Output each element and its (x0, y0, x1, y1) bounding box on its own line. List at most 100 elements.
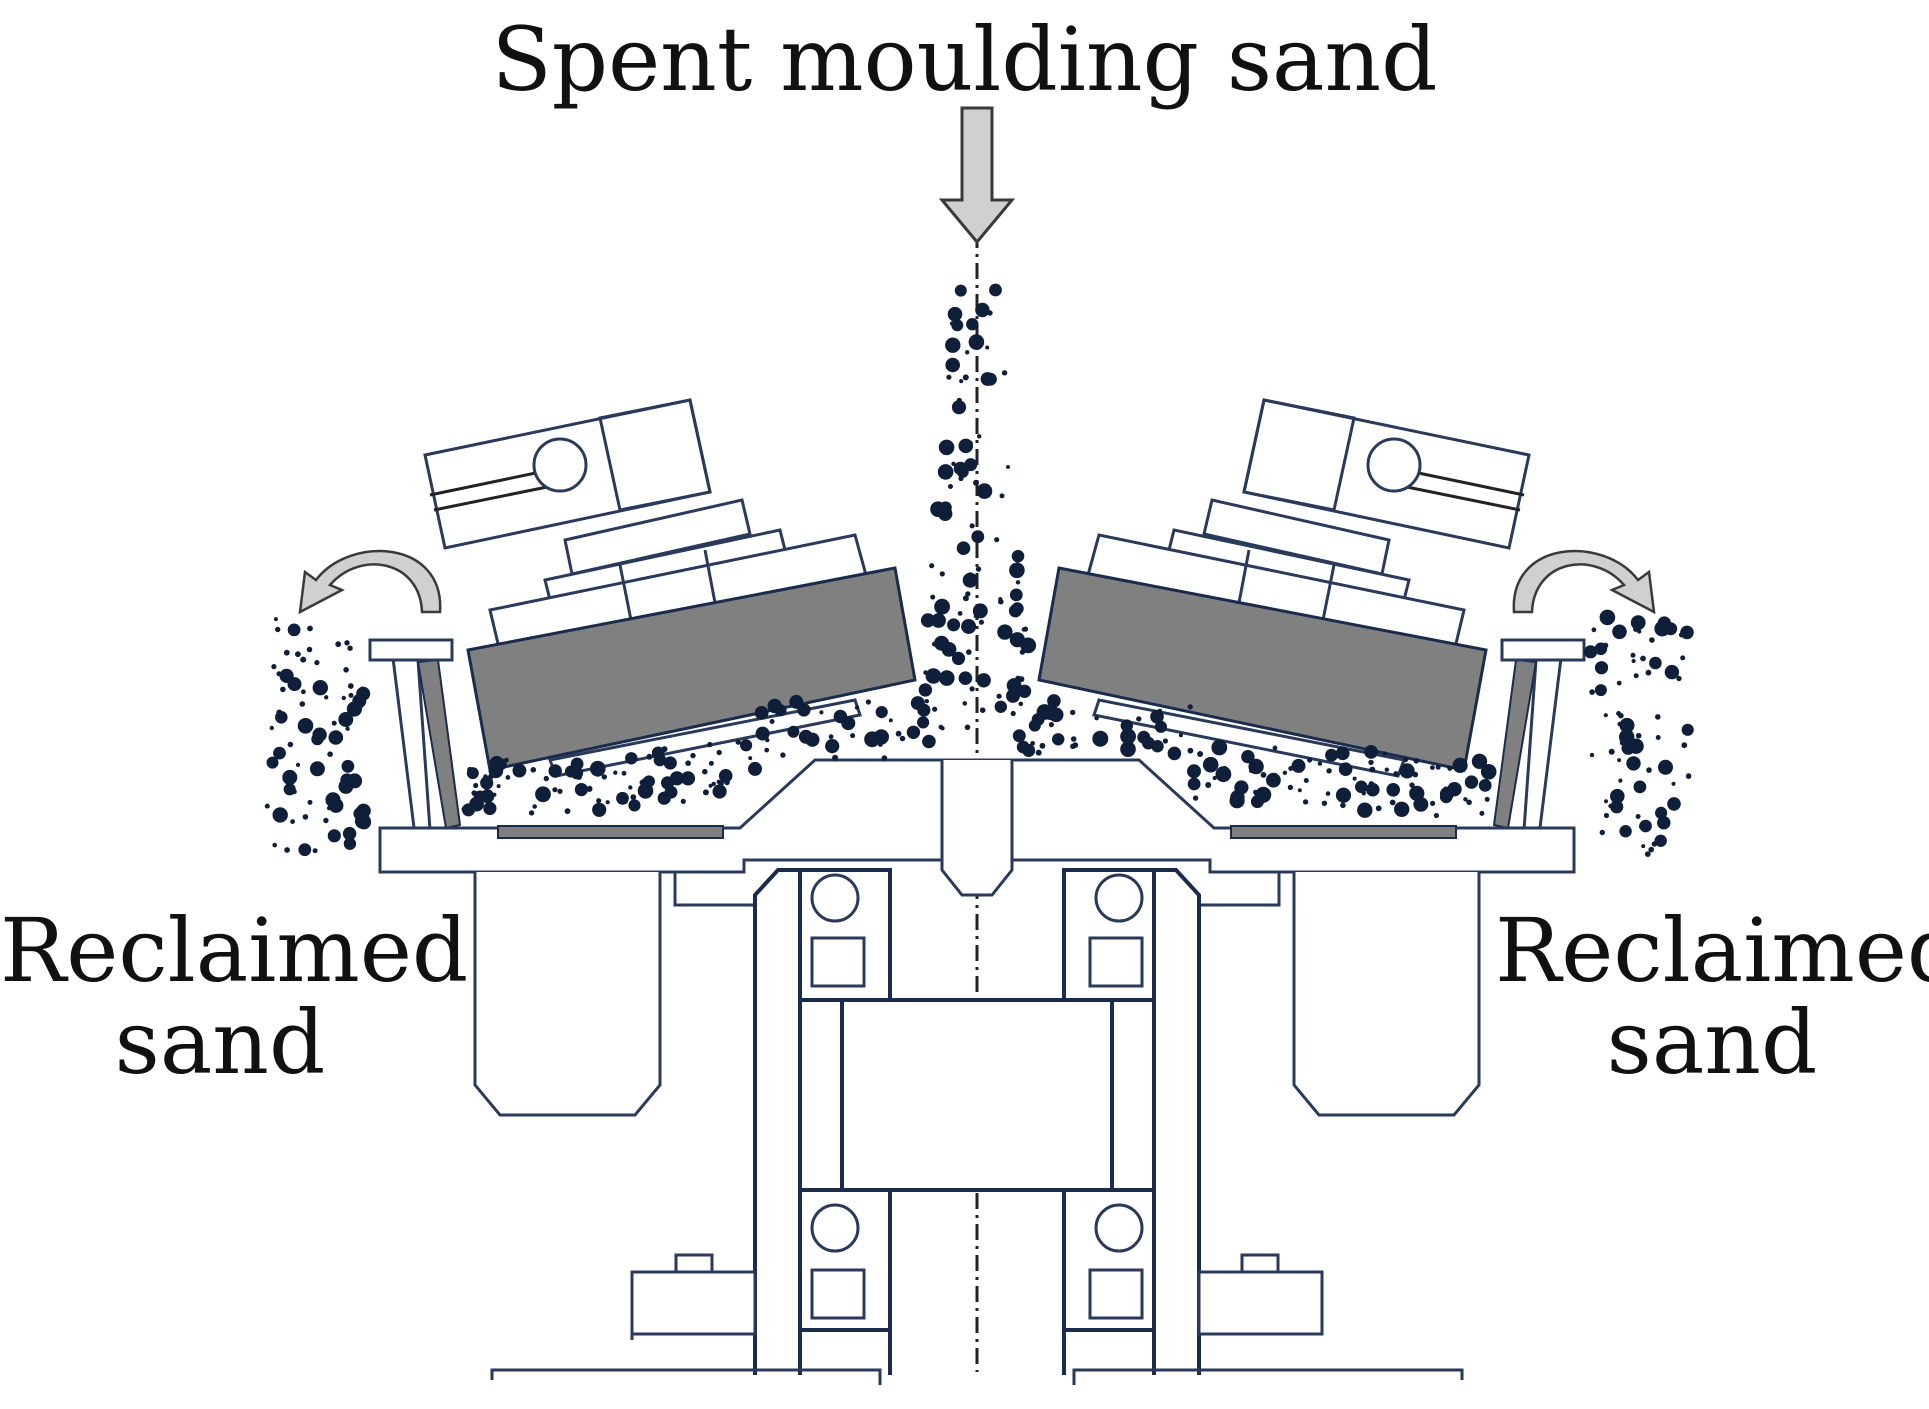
sand-grain (1015, 580, 1021, 585)
sand-grain (865, 699, 872, 705)
sand-grain (651, 746, 665, 760)
sand-grain (275, 626, 281, 633)
sand-grain (1409, 782, 1415, 788)
sand-grain (1020, 637, 1037, 654)
sand-grain (327, 751, 333, 757)
sand-grain (287, 623, 301, 637)
sand-grain (787, 725, 800, 738)
sand-grain (1657, 616, 1672, 630)
sand-grain (930, 594, 936, 600)
sand-grain (492, 792, 497, 797)
sand-grain (1016, 607, 1021, 613)
sand-grain (1022, 626, 1029, 632)
sand-grain (1368, 759, 1374, 766)
sand-grain (269, 725, 274, 731)
sand-grain (947, 618, 961, 632)
sand-grain (965, 350, 970, 355)
sand-grain (978, 619, 985, 625)
sand-grain (685, 760, 691, 766)
sand-grain (576, 774, 582, 780)
sand-grain (1479, 810, 1485, 816)
sand-grain (964, 724, 971, 731)
sand-grain (708, 760, 714, 766)
sand-grain (605, 800, 610, 805)
sand-grain (951, 461, 956, 466)
sand-grain (1664, 664, 1680, 680)
sand-grain (1326, 768, 1332, 774)
sand-grain (335, 641, 342, 648)
sand-grain (590, 760, 606, 777)
sand-grain (342, 826, 357, 841)
sand-grain (325, 792, 341, 808)
sand-grain (359, 686, 366, 693)
sand-grain (1454, 763, 1461, 769)
sand-grain (899, 735, 906, 742)
sand-grain (1136, 716, 1142, 722)
sand-grain (1335, 787, 1352, 803)
left-lower-housing (473, 872, 662, 1117)
sand-grain (483, 801, 497, 816)
sand-grain (341, 695, 346, 701)
sand-grain (985, 345, 990, 350)
sand-grain (1120, 741, 1136, 757)
sand-grain (975, 566, 982, 572)
sand-grain (1399, 763, 1415, 779)
sand-grain (1282, 770, 1288, 775)
sand-grain (1287, 784, 1294, 791)
sand-grain (755, 726, 770, 741)
sand-grain (962, 374, 969, 381)
sand-grain (1366, 782, 1380, 797)
sand-grain (958, 438, 974, 454)
sand-grain (1009, 588, 1023, 602)
sand-grain (959, 379, 964, 384)
sand-grain (1608, 748, 1615, 755)
sand-grain (997, 624, 1013, 640)
sand-grain (1212, 775, 1217, 781)
sand-grain (946, 374, 952, 380)
sand-grain (956, 465, 969, 478)
sand-grain (954, 284, 967, 297)
sand-grain (1633, 780, 1647, 794)
sand-grain (1621, 741, 1635, 755)
sand-grain (1484, 796, 1490, 802)
sand-grain (341, 759, 355, 773)
sand-grain (505, 775, 511, 780)
sand-grain (1211, 739, 1228, 756)
sand-grain (535, 786, 551, 803)
sand-grain (1364, 745, 1378, 759)
sand-grain (1599, 688, 1604, 694)
sand-grain (1633, 673, 1639, 679)
sand-grain (530, 767, 537, 773)
sand-grain (979, 707, 986, 713)
sand-grain (1671, 781, 1676, 786)
sand-grain (1655, 735, 1661, 740)
sand-grain (1619, 717, 1635, 733)
sand-grain (1618, 778, 1623, 783)
sand-grain (951, 651, 966, 666)
sand-grain (1680, 655, 1686, 661)
sand-grain (1317, 761, 1323, 766)
sand-grain (1205, 782, 1212, 788)
sand-grain (1187, 764, 1201, 779)
sand-grain (1389, 799, 1396, 806)
sand-grain (1685, 773, 1692, 779)
sand-grain (343, 837, 357, 850)
sand-grain (628, 799, 641, 812)
sand-grain (917, 716, 930, 729)
sand-grain (1466, 799, 1472, 806)
right-output-label: Reclaimed sand (1495, 904, 1929, 1090)
sand-grain (637, 783, 654, 799)
sand-grain (273, 746, 286, 760)
sand-grain (466, 767, 479, 780)
sand-grain (931, 613, 946, 628)
sand-grain (1673, 668, 1678, 673)
sand-grain (1680, 625, 1694, 640)
sand-grain (1092, 730, 1109, 747)
sand-grain (1094, 715, 1099, 721)
sand-grain (1241, 750, 1255, 764)
sand-grain (938, 439, 955, 456)
sand-grain (748, 761, 762, 776)
sand-grain (711, 781, 716, 787)
sand-grain (1070, 709, 1076, 716)
